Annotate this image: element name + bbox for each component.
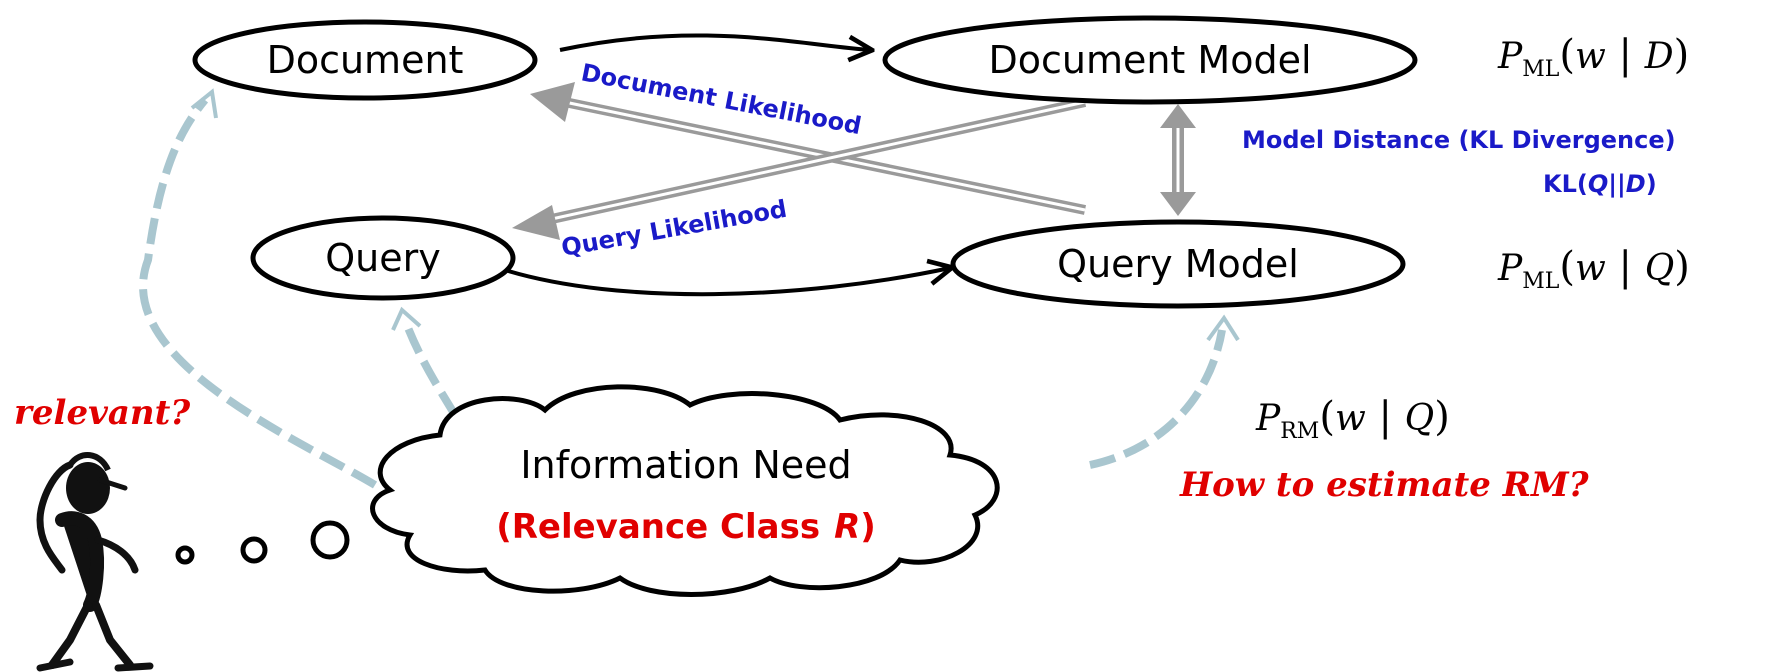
dashed-arrowhead-document bbox=[190, 88, 218, 119]
document-to-model-arrow bbox=[559, 33, 870, 50]
dashed-arrow-to-query bbox=[401, 318, 459, 418]
how-to-estimate-rm: How to estimate RM? bbox=[1179, 465, 1590, 505]
query-model-label: Query Model bbox=[1057, 242, 1299, 286]
kl-divergence-formula: KL(Q||D) bbox=[1543, 170, 1657, 198]
information-need-cloud bbox=[370, 384, 1000, 597]
information-need-label: Information Need bbox=[520, 443, 851, 487]
thought-bubble-small bbox=[175, 545, 195, 565]
query-model-node bbox=[950, 219, 1406, 309]
document-model-label: Document Model bbox=[988, 38, 1311, 82]
document-likelihood-label: Document Likelihood bbox=[579, 58, 864, 140]
query-label: Query bbox=[325, 236, 440, 280]
query-node bbox=[250, 215, 516, 301]
dashed-arrowhead-query bbox=[391, 306, 422, 331]
dashed-arrows bbox=[139, 97, 1226, 489]
document-label: Document bbox=[267, 38, 464, 82]
formula-pml-w-given-q: PML(w | Q) bbox=[1497, 244, 1690, 294]
document-model-node bbox=[882, 15, 1418, 105]
dashed-arrow-to-document bbox=[139, 97, 378, 489]
query-to-model-arrow bbox=[504, 268, 950, 297]
dashed-arrow-to-query-model bbox=[1089, 329, 1226, 469]
document-node bbox=[192, 19, 538, 101]
dashed-arrowheads bbox=[190, 88, 1240, 342]
relevant-question: relevant? bbox=[14, 393, 191, 433]
model-distance-label: Model Distance (KL Divergence) bbox=[1242, 126, 1676, 154]
thought-bubble-large bbox=[310, 520, 350, 560]
document-likelihood-arrowhead bbox=[530, 82, 575, 122]
formula-prm-w-given-q: PRM(w | Q) bbox=[1255, 394, 1450, 444]
thinking-person-icon bbox=[36, 452, 154, 672]
likelihood-arrows bbox=[512, 82, 1196, 240]
formula-pml-w-given-d: PML(w | D) bbox=[1497, 32, 1689, 82]
dashed-arrowhead-query-model bbox=[1206, 314, 1240, 342]
model-distance-arrowhead-up bbox=[1160, 104, 1196, 128]
query-likelihood-arrowhead bbox=[512, 205, 560, 240]
thought-bubble-medium bbox=[240, 536, 268, 564]
model-distance-arrowhead-down bbox=[1160, 192, 1196, 216]
